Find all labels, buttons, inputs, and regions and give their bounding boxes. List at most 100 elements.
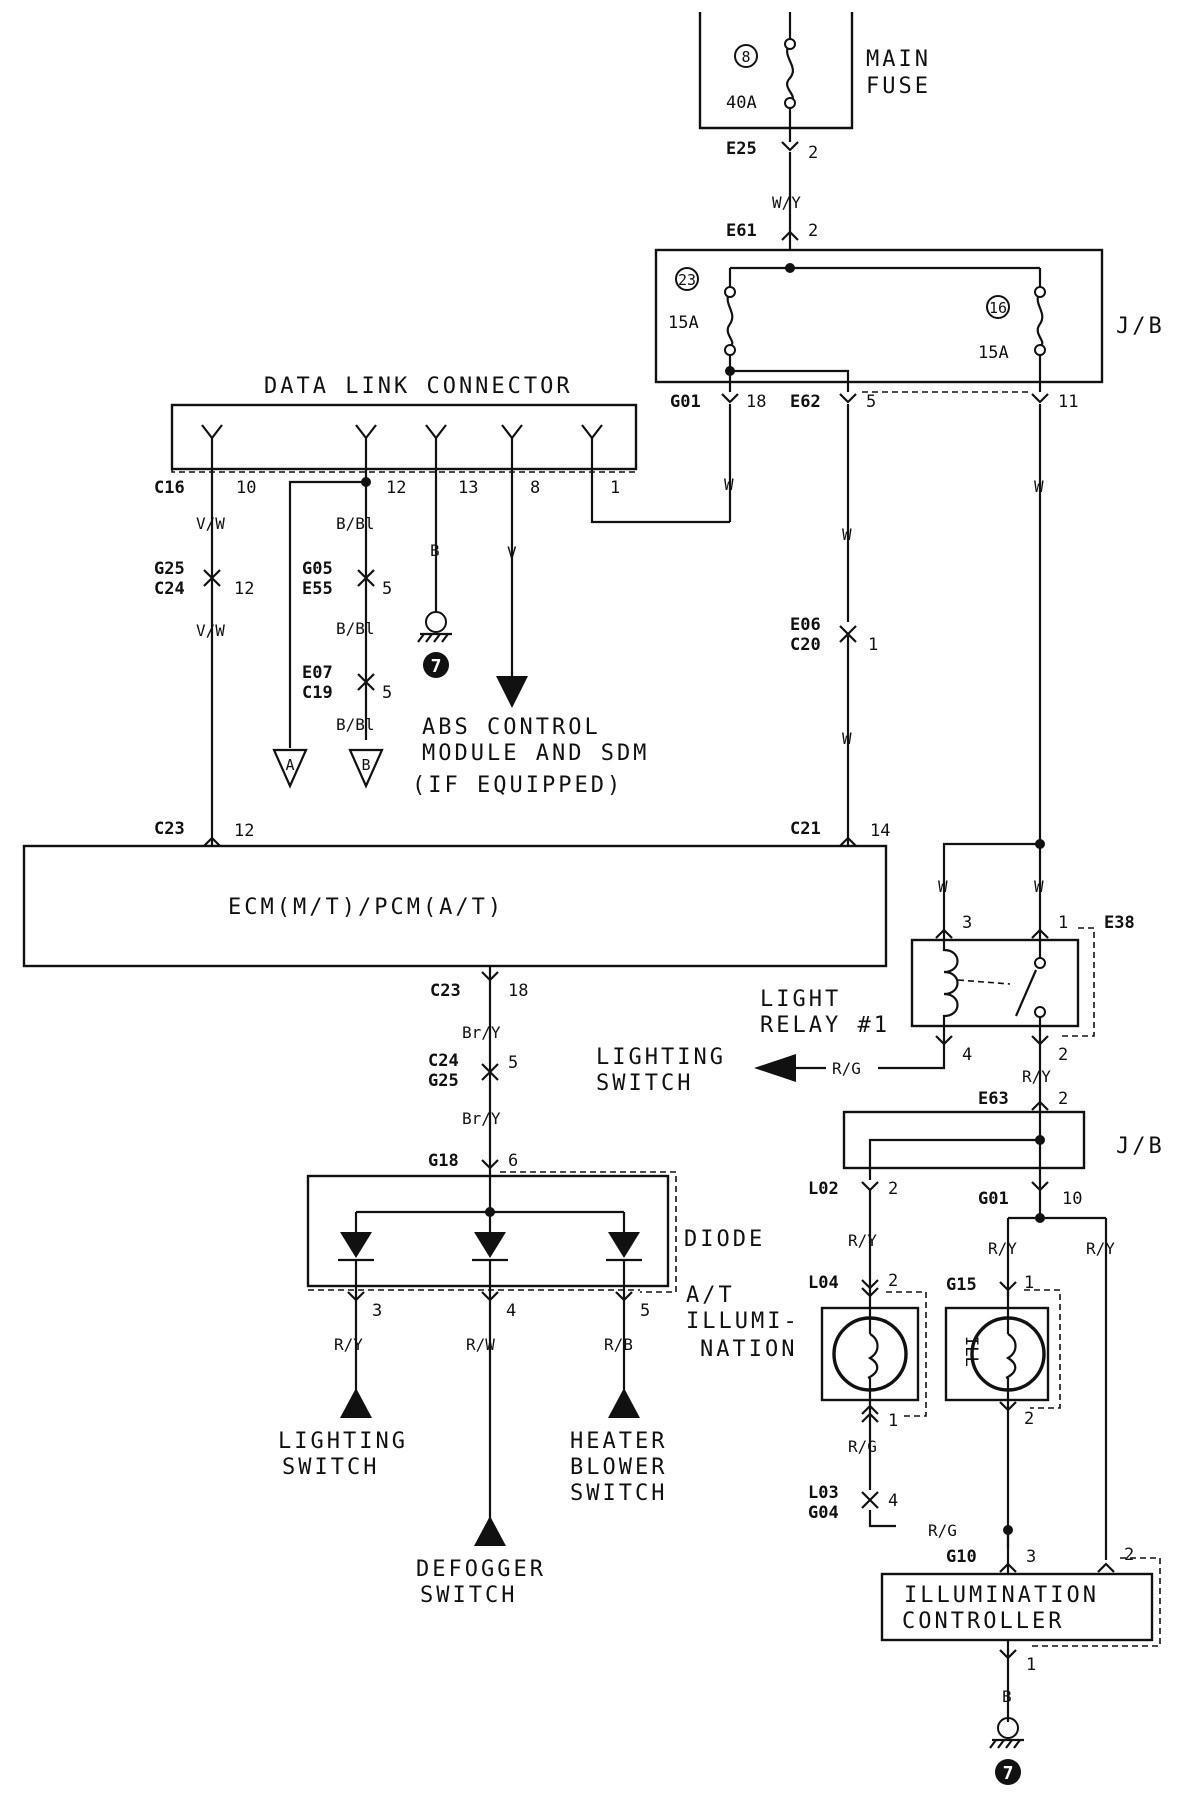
svg-text:2: 2 — [888, 1271, 898, 1291]
junction-block-top: 23 15A 16 15A J/B — [654, 248, 1165, 392]
connector-g25-c24: G25 C24 12 — [154, 559, 254, 599]
svg-text:1: 1 — [1026, 1655, 1036, 1675]
svg-text:E55: E55 — [302, 579, 333, 599]
svg-text:B: B — [1002, 1687, 1012, 1706]
heater-switch-label-1: HEATER — [570, 1429, 667, 1454]
svg-text:B/Bl: B/Bl — [336, 715, 375, 734]
svg-text:E61: E61 — [726, 221, 757, 241]
svg-text:2: 2 — [888, 1179, 898, 1199]
at-illum-label-1: A/T — [686, 1283, 735, 1308]
svg-text:4: 4 — [962, 1045, 972, 1065]
data-link-connector: DATA LINK CONNECTOR 10 12 13 8 1 C16 — [154, 374, 638, 498]
heater-switch-label-2: BLOWER — [570, 1455, 667, 1480]
connector-c16: C16 — [154, 478, 185, 498]
svg-text:L03: L03 — [808, 1483, 839, 1503]
connector-g05-e55: G05 E55 5 — [302, 559, 392, 599]
at-illum-label-3: NATION — [700, 1337, 797, 1362]
svg-text:G18: G18 — [428, 1151, 459, 1171]
relay-label-2: RELAY #1 — [760, 1013, 890, 1038]
jb-top-label: J/B — [1116, 314, 1165, 339]
diode-module: DIODE — [306, 1171, 765, 1296]
connector-jb-11: 11 — [1030, 392, 1078, 412]
ref-a-triangle — [272, 748, 308, 789]
svg-text:L02: L02 — [808, 1179, 839, 1199]
svg-text:10: 10 — [1062, 1189, 1082, 1209]
svg-text:E63: E63 — [978, 1089, 1009, 1109]
svg-text:1: 1 — [1024, 1273, 1034, 1293]
jb-lower-label: J/B — [1116, 1134, 1165, 1159]
svg-text:R/Y: R/Y — [1086, 1239, 1115, 1258]
svg-text:G01: G01 — [670, 392, 701, 412]
lighting-switch-right-2: SWITCH — [596, 1071, 693, 1096]
svg-text:Br/Y: Br/Y — [462, 1109, 501, 1128]
dlc-pin-10: 10 — [236, 478, 256, 498]
connector-e63: E63 2 — [978, 1089, 1068, 1112]
svg-text:C21: C21 — [790, 819, 821, 839]
svg-text:2: 2 — [808, 143, 818, 163]
svg-text:7: 7 — [431, 656, 442, 677]
svg-text:C24: C24 — [428, 1051, 459, 1071]
svg-text:11: 11 — [1058, 392, 1078, 412]
svg-text:R/Y: R/Y — [988, 1239, 1017, 1258]
svg-text:V: V — [507, 543, 517, 562]
svg-text:6: 6 — [508, 1151, 518, 1171]
connector-g01-bottom: G01 10 — [978, 1180, 1082, 1209]
ground-symbol-right: 7 — [989, 1717, 1024, 1785]
lighting-switch-right-1: LIGHTING — [596, 1045, 726, 1070]
illumination-controller: ILLUMINATION CONTROLLER — [880, 1557, 1161, 1647]
svg-text:L04: L04 — [808, 1273, 839, 1293]
svg-text:R/Y: R/Y — [334, 1335, 363, 1354]
diode-label: DIODE — [684, 1227, 765, 1252]
arrow-abs — [496, 676, 528, 708]
connector-g10: G10 3 — [946, 1547, 1036, 1574]
svg-text:G10: G10 — [946, 1547, 977, 1567]
svg-text:2: 2 — [1024, 1409, 1034, 1429]
svg-text:12: 12 — [234, 821, 254, 841]
relay-top-pins: 3 1 E38 — [934, 913, 1135, 940]
controller-pin-2: 2 — [1096, 1545, 1134, 1574]
relay-label-1: LIGHT — [760, 987, 841, 1012]
svg-text:B/Bl: B/Bl — [336, 619, 375, 638]
arrow-defogger-switch — [474, 1516, 506, 1546]
arrow-heater-switch — [608, 1388, 640, 1418]
ill-lamp-bottom-pin: 2 — [998, 1400, 1034, 1429]
controller-label-1: ILLUMINATION — [904, 1583, 1099, 1608]
svg-text:4: 4 — [888, 1491, 898, 1511]
connector-l04: L04 2 — [808, 1271, 898, 1298]
connector-e06-c20: E06 C20 1 — [790, 615, 878, 655]
svg-text:2: 2 — [1058, 1089, 1068, 1109]
svg-text:E25: E25 — [726, 139, 757, 159]
svg-text:R/B: R/B — [604, 1335, 633, 1354]
abs-label-2: MODULE AND SDM — [422, 741, 649, 766]
svg-text:5: 5 — [382, 683, 392, 703]
dlc-pin-13: 13 — [458, 478, 478, 498]
connector-e07-c19: E07 C19 5 — [302, 663, 392, 703]
defogger-switch-label-1: DEFOGGER — [416, 1557, 546, 1582]
dlc-pin-12: 12 — [386, 478, 406, 498]
svg-text:14: 14 — [870, 821, 890, 841]
abs-label-3: (IF EQUIPPED) — [412, 773, 623, 798]
abs-label-1: ABS CONTROL — [422, 715, 601, 740]
svg-text:C20: C20 — [790, 635, 821, 655]
lighting-switch-label-1: LIGHTING — [278, 1429, 408, 1454]
svg-text:B/Bl: B/Bl — [336, 514, 375, 533]
connector-e38: E38 — [1104, 913, 1135, 933]
ref-b-triangle — [348, 748, 384, 789]
svg-text:7: 7 — [1003, 1763, 1014, 1784]
defogger-switch-label-2: SWITCH — [420, 1583, 517, 1608]
dlc-title: DATA LINK CONNECTOR — [264, 374, 573, 399]
ecm-label: ECM(M/T)/PCM(A/T) — [228, 895, 504, 920]
svg-text:4: 4 — [506, 1301, 516, 1321]
svg-text:W: W — [724, 475, 734, 494]
connector-g01-top: G01 18 — [670, 392, 766, 412]
svg-text:B: B — [430, 541, 440, 560]
main-fuse-box: 8 40A MAIN FUSE — [698, 12, 928, 142]
connector-c23-top: C23 12 — [154, 819, 254, 848]
svg-text:R/G: R/G — [832, 1059, 861, 1078]
connector-e25: E25 2 — [726, 139, 818, 163]
dlc-pin-8: 8 — [530, 478, 540, 498]
relay-bottom-pins: 4 2 — [934, 1034, 1068, 1065]
svg-text:2: 2 — [808, 221, 818, 241]
svg-text:A: A — [285, 756, 294, 774]
